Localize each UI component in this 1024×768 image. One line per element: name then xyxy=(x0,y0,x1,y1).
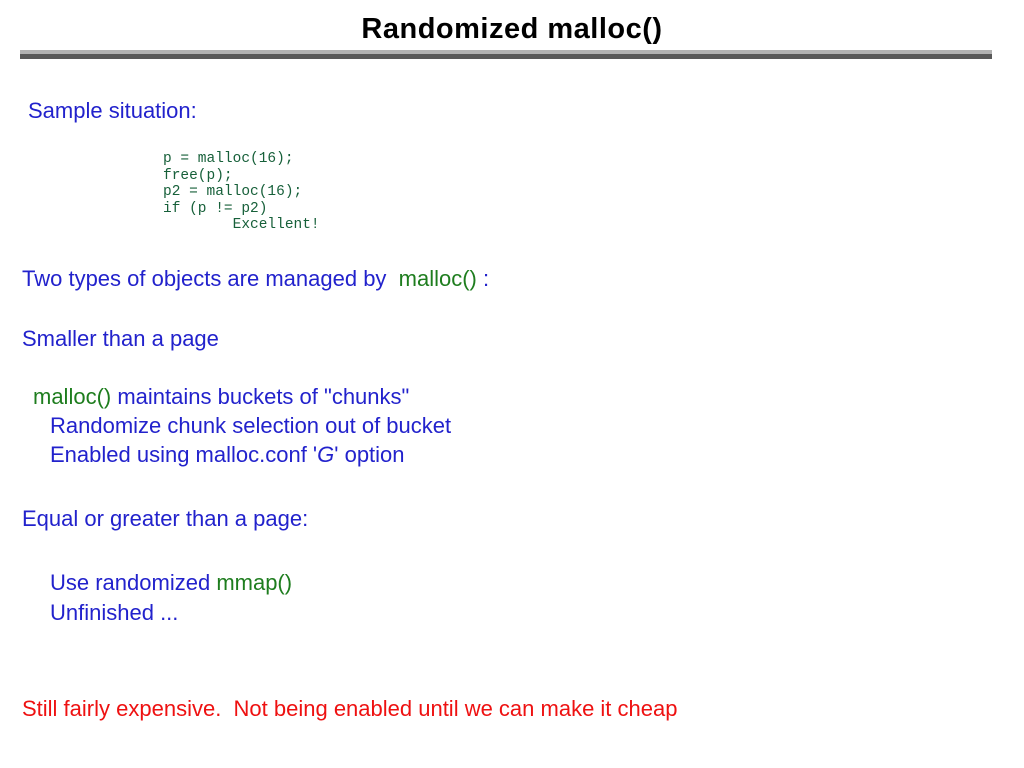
footer-warning-note: Still fairly expensive. Not being enable… xyxy=(22,696,678,721)
buckets-text: maintains buckets of "chunks" xyxy=(111,384,410,409)
code-line: if (p != p2) xyxy=(163,200,268,217)
title-divider-rule xyxy=(20,50,992,59)
enabled-text-pre: Enabled using malloc.conf ' xyxy=(50,442,318,467)
buckets-line: malloc() maintains buckets of "chunks" xyxy=(33,384,409,410)
two-types-line: Two types of objects are managed by mall… xyxy=(22,266,489,292)
code-line: Excellent! xyxy=(163,217,320,234)
two-types-colon: : xyxy=(476,266,490,291)
g-option-letter: G xyxy=(317,442,335,467)
code-line: p2 = malloc(16); xyxy=(163,184,303,201)
malloc-keyword: malloc() xyxy=(398,266,477,291)
enabled-option-line: Enabled using malloc.conf 'G' option xyxy=(50,442,405,468)
malloc-keyword: malloc() xyxy=(33,384,112,409)
mmap-keyword: mmap() xyxy=(216,570,293,595)
enabled-text-post: ' option xyxy=(334,442,405,467)
code-line: p = malloc(16); xyxy=(163,151,294,167)
equal-or-greater-heading: Equal or greater than a page: xyxy=(22,506,309,531)
sample-situation-label: Sample situation: xyxy=(28,98,197,123)
slide-title: Randomized malloc() xyxy=(361,13,663,45)
two-types-text: Two types of objects are managed by xyxy=(22,266,399,291)
code-block: p = malloc(16); free(p); p2 = malloc(16)… xyxy=(163,151,320,234)
code-line: free(p); xyxy=(163,167,233,184)
smaller-than-page-heading: Smaller than a page xyxy=(22,326,219,351)
unfinished-line: Unfinished ... xyxy=(50,600,179,625)
mmap-line: Use randomized mmap() xyxy=(50,570,292,596)
mmap-text: Use randomized xyxy=(50,570,217,595)
randomize-chunk-line: Randomize chunk selection out of bucket xyxy=(50,413,452,438)
